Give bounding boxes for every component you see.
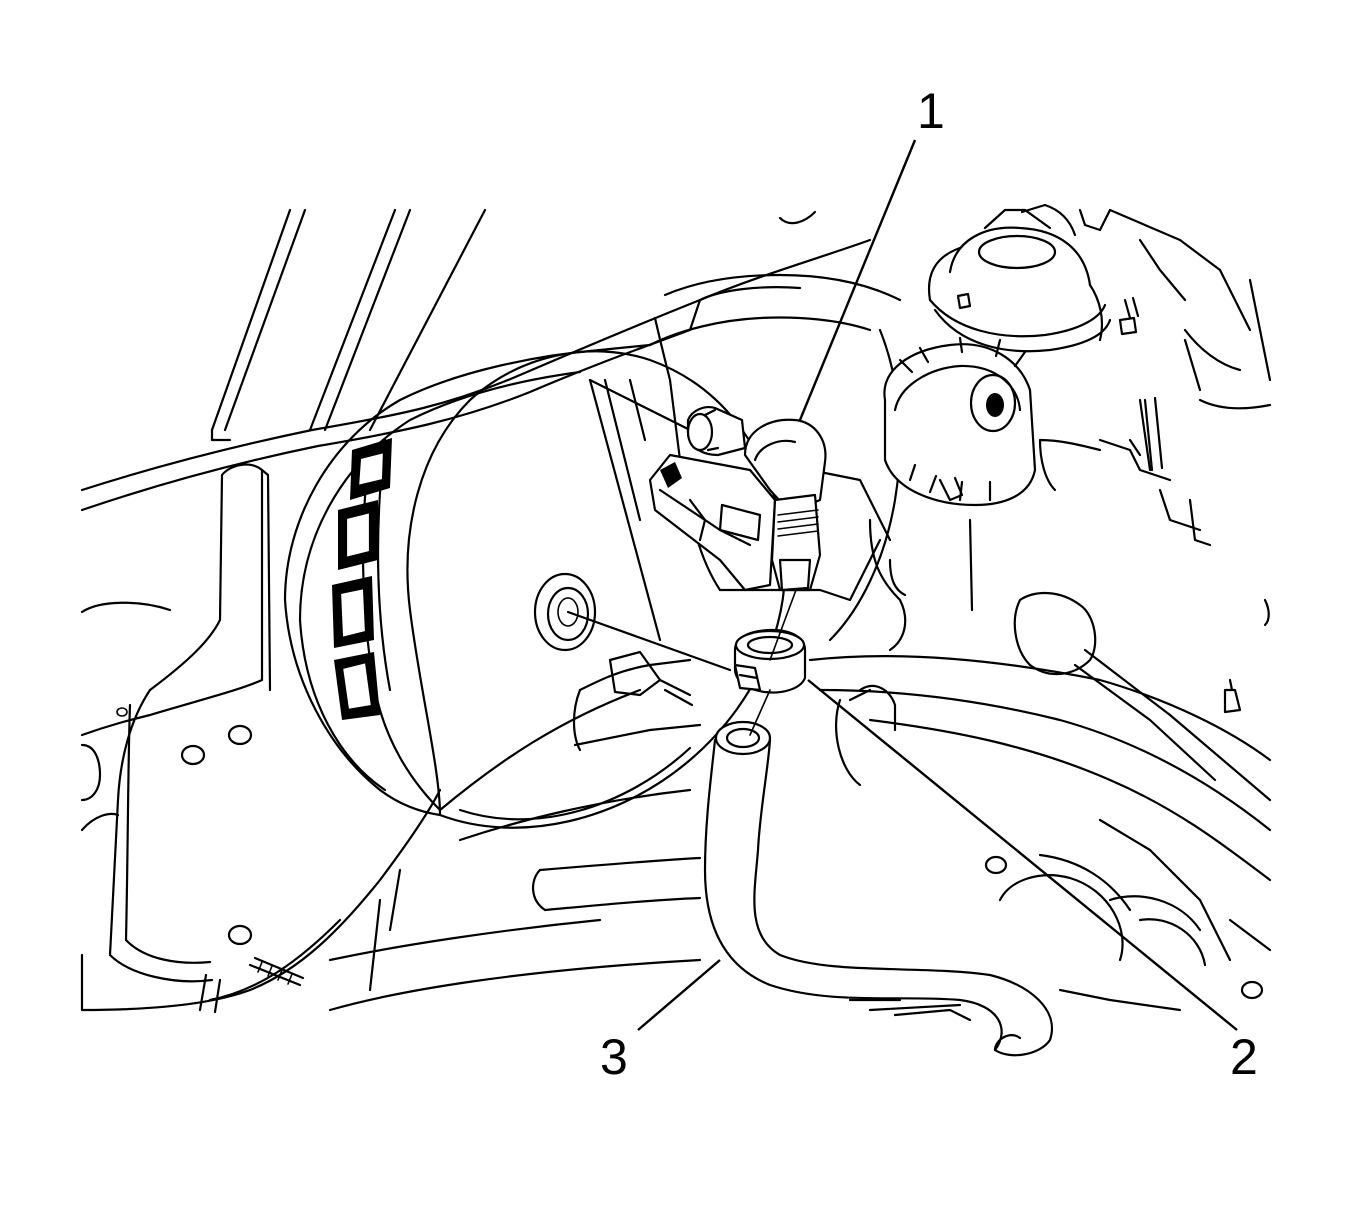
- cowl-cross-member: [328, 654, 1272, 1022]
- inner-fender-bracket: [80, 463, 442, 1014]
- assembly-guides: [749, 589, 797, 736]
- callout-leaders: [637, 139, 1238, 1031]
- callout-3-label: 3: [600, 1029, 628, 1085]
- fender-panel: [80, 208, 872, 512]
- vacuum-sensor: [648, 406, 827, 592]
- hose-clamp: [733, 628, 807, 694]
- leader-2: [807, 679, 1238, 1031]
- leader-1: [798, 139, 917, 421]
- coolant-reservoir: [588, 203, 1272, 802]
- brake-booster: [283, 343, 787, 829]
- leader-3: [637, 959, 721, 1031]
- callout-2-label: 2: [1230, 1029, 1258, 1085]
- vacuum-hose: [703, 720, 1053, 1057]
- callout-1-label: 1: [917, 83, 945, 139]
